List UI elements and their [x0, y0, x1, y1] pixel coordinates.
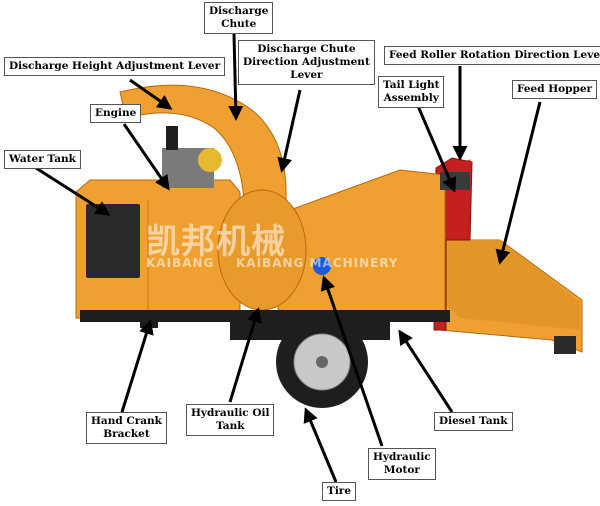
arrow-hand-crank [120, 319, 154, 413]
arrow-feed-hopper [495, 101, 542, 265]
hydraulic-motor [313, 257, 331, 275]
tail-light-box [440, 172, 470, 190]
arrow-discharge-height-lever [129, 78, 173, 110]
arrow-tire [303, 407, 338, 483]
hopper-foot [554, 336, 576, 354]
watermark-brand-left: KAIBANG [146, 256, 215, 270]
arrow-hydraulic-motor [320, 275, 384, 447]
radiator [86, 204, 140, 278]
callout-arrows [35, 33, 542, 483]
label-tire: Tire [322, 482, 357, 501]
arrow-diesel-tank [398, 329, 454, 413]
feed-hopper-side [440, 240, 580, 330]
arrow-engine [122, 123, 170, 191]
arrow-tail-light [416, 105, 457, 193]
watermark-cn: 凯邦机械 [146, 222, 286, 262]
arrow-chute-direction-lever [277, 89, 302, 173]
label-engine: Engine [90, 104, 142, 123]
label-diesel-tank: Diesel Tank [434, 412, 513, 431]
watermark-brand-right: KAIBANG MACHINERY [236, 256, 399, 270]
label-feed-roller-lever: Feed Roller Rotation Direction Lever [384, 46, 600, 65]
machine-illustration [75, 84, 583, 408]
label-discharge-height-lever: Discharge Height Adjustment Lever [4, 57, 226, 76]
arrow-hydraulic-oil-tank [228, 307, 262, 403]
arrow-water-tank [35, 166, 111, 216]
arrow-discharge-chute [228, 33, 244, 121]
label-water-tank: Water Tank [4, 150, 81, 169]
label-feed-hopper: Feed Hopper [512, 80, 598, 99]
